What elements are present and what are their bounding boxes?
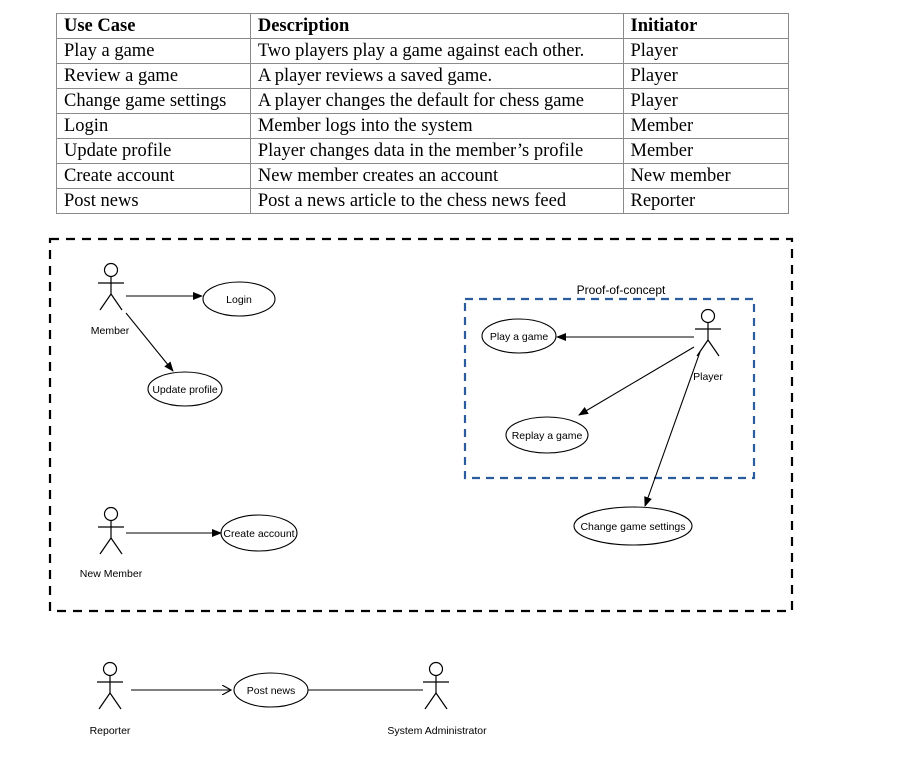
player-figure-icon xyxy=(694,308,722,357)
reporter-figure-icon xyxy=(96,661,124,710)
use-case-play-game: Play a game xyxy=(481,318,557,354)
header-use-case: Use Case xyxy=(56,13,251,39)
actor-system-administrator: System Administrator xyxy=(387,661,487,737)
cell-description: Member logs into the system xyxy=(249,113,624,139)
use-case-label-create-account: Create account xyxy=(223,528,294,540)
cell-initiator: Player xyxy=(622,88,789,114)
cell-use-case: Play a game xyxy=(56,38,251,64)
use-case-create-account: Create account xyxy=(220,514,298,552)
assoc-member-update-profile xyxy=(125,312,174,372)
table-row: Change game settings A player changes th… xyxy=(56,88,789,114)
cell-use-case: Post news xyxy=(56,188,251,214)
actor-reporter: Reporter xyxy=(90,661,131,737)
actor-label-new-member: New Member xyxy=(80,568,143,580)
actor-player: Player xyxy=(693,308,723,383)
use-case-label-replay-game: Replay a game xyxy=(512,430,583,442)
assoc-player-change-settings xyxy=(644,351,701,507)
cell-description: Post a news article to the chess news fe… xyxy=(249,188,624,214)
table-row: Review a game A player reviews a saved g… xyxy=(56,63,789,89)
use-case-replay-game: Replay a game xyxy=(505,416,589,454)
cell-initiator: New member xyxy=(622,163,789,189)
cell-description: A player changes the default for chess g… xyxy=(249,88,624,114)
table-row: Login Member logs into the system Member xyxy=(56,113,789,139)
table-row: Create account New member creates an acc… xyxy=(56,163,789,189)
new-member-figure-icon xyxy=(97,506,125,555)
system-boundary xyxy=(48,237,794,613)
table-header-row: Use Case Description Initiator xyxy=(56,13,789,39)
actor-label-player: Player xyxy=(693,371,723,383)
assoc-player-replay-game xyxy=(578,346,695,416)
use-case-label-update-profile: Update profile xyxy=(152,384,218,396)
proof-of-concept-boundary xyxy=(463,297,756,480)
use-case-table: Use Case Description Initiator Play a ga… xyxy=(56,13,789,214)
cell-initiator: Member xyxy=(622,113,789,139)
use-case-update-profile: Update profile xyxy=(147,371,223,407)
cell-description: New member creates an account xyxy=(249,163,624,189)
table-row: Post news Post a news article to the che… xyxy=(56,188,789,214)
cell-use-case: Review a game xyxy=(56,63,251,89)
actor-label-reporter: Reporter xyxy=(90,725,131,737)
use-case-label-post-news: Post news xyxy=(247,685,295,697)
use-case-label-play-game: Play a game xyxy=(490,331,549,343)
table-row: Update profile Player changes data in th… xyxy=(56,138,789,164)
use-case-label-login: Login xyxy=(226,294,252,306)
member-figure-icon xyxy=(97,262,125,311)
actor-member: Member xyxy=(91,262,130,337)
actor-label-system-administrator: System Administrator xyxy=(387,725,487,737)
sysadmin-figure-icon xyxy=(422,661,450,710)
use-case-label-change-settings: Change game settings xyxy=(580,521,685,533)
header-description: Description xyxy=(249,13,624,39)
actor-label-member: Member xyxy=(91,325,130,337)
cell-description: Player changes data in the member’s prof… xyxy=(249,138,624,164)
cell-use-case: Update profile xyxy=(56,138,251,164)
use-case-login: Login xyxy=(202,281,276,317)
use-case-post-news: Post news xyxy=(233,672,309,708)
use-case-change-settings: Change game settings xyxy=(573,506,693,546)
boundary-label: Proof-of-concept xyxy=(577,283,666,297)
cell-initiator: Player xyxy=(622,63,789,89)
cell-description: Two players play a game against each oth… xyxy=(249,38,624,64)
table-row: Play a game Two players play a game agai… xyxy=(56,38,789,64)
cell-use-case: Change game settings xyxy=(56,88,251,114)
cell-use-case: Login xyxy=(56,113,251,139)
cell-initiator: Player xyxy=(622,38,789,64)
cell-description: A player reviews a saved game. xyxy=(249,63,624,89)
cell-initiator: Reporter xyxy=(622,188,789,214)
actor-new-member: New Member xyxy=(80,506,143,580)
